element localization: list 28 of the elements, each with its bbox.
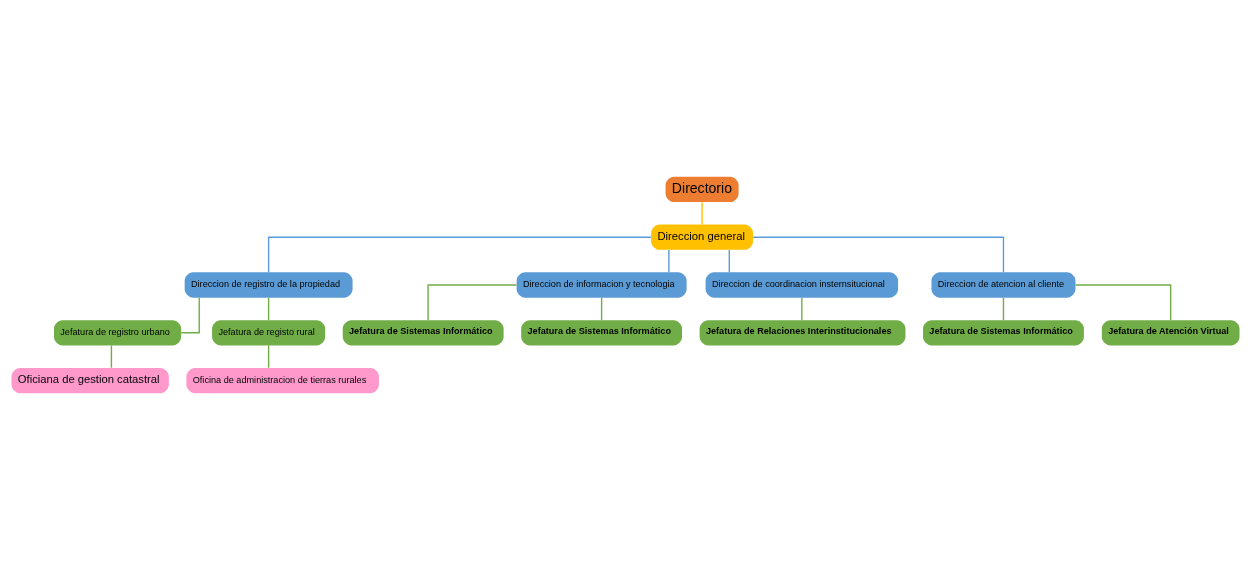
- connector: [1074, 283, 1172, 321]
- node-box: Oficiana de gestion catastral: [11, 367, 169, 393]
- connector: [1002, 296, 1005, 321]
- connector: [728, 248, 730, 273]
- connector: [427, 283, 518, 321]
- connector: [752, 236, 1005, 273]
- connector: [110, 344, 113, 368]
- node-box: Direccion de coordinacion insternsitucional: [705, 271, 899, 298]
- node-box: Jefatura de Atención Virtual: [1101, 319, 1240, 345]
- connector: [600, 296, 603, 321]
- connector: [267, 296, 270, 321]
- connector: [801, 296, 803, 321]
- node-box: Jefatura de Relaciones Interinstitucionales: [699, 319, 906, 345]
- node-box: Jefatura de Sistemas Informático: [521, 319, 683, 345]
- connector: [701, 201, 703, 225]
- node-box: Jefatura de Sistemas Informático: [923, 319, 1084, 345]
- node-box: Directorio: [665, 176, 739, 202]
- connector: [267, 344, 270, 368]
- node-box: Jefatura de Sistemas Informático: [342, 319, 504, 345]
- node-box: Direccion de atencion al cliente: [931, 271, 1076, 298]
- node-box: Jefatura de registo rural: [212, 319, 326, 345]
- node-box: Direccion de informacion y tecnologia: [516, 271, 687, 298]
- node-box: Oficina de administracion de tierras rurales: [186, 367, 379, 393]
- node-box: Direccion de registro de la propiedad: [184, 271, 353, 298]
- node-box: Direccion general: [651, 224, 753, 250]
- connector: [267, 236, 652, 273]
- connector: [668, 248, 670, 273]
- node-box: Jefatura de registro urbano: [54, 319, 182, 345]
